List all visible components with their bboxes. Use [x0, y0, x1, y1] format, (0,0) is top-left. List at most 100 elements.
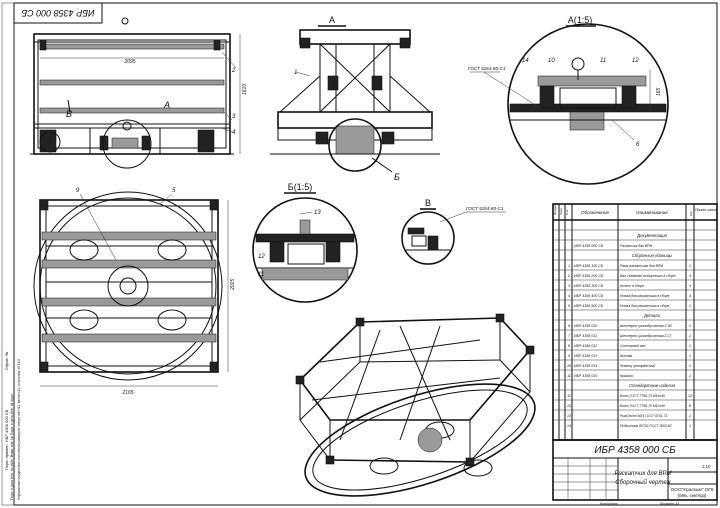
leader-a: А	[163, 100, 170, 110]
top-stamp	[13, 2, 103, 24]
detail-v: В ГОСТ 5264-80-С1	[401, 198, 506, 265]
spec-section-title: Стандартные изделия	[629, 383, 676, 388]
balloon-11b: 11	[258, 272, 264, 278]
spec-row-qty: 4	[689, 294, 691, 298]
view-a-title: А	[329, 15, 335, 25]
spec-row-pos: 5	[568, 304, 570, 308]
spec-row-designation: ИБР 4358 010	[574, 324, 597, 328]
dim-top-height: 1610	[242, 84, 248, 95]
balloon-14: 14	[522, 58, 529, 64]
spec-header-note: Приме-чание	[695, 208, 717, 212]
balloon-5: 5	[172, 188, 176, 194]
balloon-4: 4	[232, 130, 236, 136]
spec-row-qty: 1	[689, 364, 691, 368]
balloon-3: 3	[232, 114, 236, 120]
balloon-13: 13	[314, 210, 321, 216]
strip-text-3: Подп. и дата Инв. № дубл. Взам. инв. № П…	[10, 393, 14, 500]
title-format-label: Формат A1	[660, 502, 680, 506]
spec-row-name: Ножка для раскатчика в сборе	[620, 294, 669, 298]
detail-a15: А(1:5) 165 ГОСТ 5264-80-С1 14 10 11 12 6	[468, 15, 669, 185]
spec-row-qty: 4	[689, 274, 691, 278]
title-line-2: Сборочный чертеж	[615, 479, 671, 486]
balloon-11: 11	[600, 58, 606, 64]
spec-row-designation: ИБР 4358 013	[574, 354, 597, 358]
spec-row-designation: ИБР 4358 100 СБ	[574, 264, 604, 268]
balloon-12: 12	[632, 58, 639, 64]
spec-row-designation: ИБР 4358 500 СБ	[574, 304, 604, 308]
spec-row-pos: 10	[567, 364, 571, 368]
spec-row-name: Раскатчик для ВРМ	[620, 244, 652, 248]
left-strip-texts: Перв. примен. ИБР 4358 000 СБ Справ. № П…	[4, 352, 21, 500]
spec-header-zone: Зона	[559, 208, 563, 215]
spec-row-designation: ИБР 4358 300 СБ	[574, 284, 604, 288]
spec-header-name: Наименование	[636, 210, 668, 215]
spec-row-pos: 9	[568, 354, 570, 358]
balloon-10: 10	[548, 58, 555, 64]
title-org-sub: (Мех. сектор)	[678, 493, 707, 498]
side-view-a: А 1 Б	[270, 15, 440, 182]
spec-row-designation: ИБР 4358 200 СБ	[574, 274, 604, 278]
spec-row-pos: 6	[568, 324, 570, 328]
spec-header-qty: Кол.	[689, 210, 693, 216]
crosshair-mark	[121, 17, 129, 25]
spec-row-pos: 8	[568, 344, 570, 348]
spec-row-pos: 13	[567, 414, 571, 418]
spec-row-name: Колесо в сборе	[620, 284, 644, 288]
spec-row-pos: 12	[567, 404, 571, 408]
balloon-6: 6	[636, 142, 640, 148]
spec-row-designation: ИБР 4358 012	[574, 344, 597, 348]
spec-row-qty: 1	[689, 304, 691, 308]
spec-row-pos: 3	[568, 284, 570, 288]
balloon-2: 2	[231, 68, 236, 74]
spec-row-qty: 1	[689, 424, 691, 428]
leader-b: Б	[394, 172, 400, 182]
dim-detail: 165	[656, 87, 662, 96]
spec-row-name: Болт ГОСТ 7798-70 М12х40	[620, 404, 665, 408]
spec-row-designation: ИБР 4358 011	[574, 334, 597, 338]
spec-row-qty: 1	[689, 344, 691, 348]
isometric-view	[295, 313, 536, 497]
spec-row-qty: 1	[689, 374, 691, 378]
title-drawing-number: ИБР 4358 000 СБ	[594, 445, 676, 456]
spec-row-qty: 1	[689, 334, 691, 338]
spec-row-qty: 1	[689, 324, 691, 328]
spec-header-pos: Поз.	[565, 209, 569, 215]
spec-row-name: Фланец центральный	[620, 364, 655, 368]
balloon-9: 9	[76, 188, 80, 194]
spec-table: Формат Зона Поз. Обозначение Наименовани…	[552, 203, 718, 441]
spec-row-designation: ИБР 4358 000 СБ	[574, 244, 604, 248]
strip-note: Неуказанные предельные отклонения размер…	[17, 359, 21, 500]
spec-row-designation: ИБР 4358 014	[574, 364, 597, 368]
detail-b15-title: Б(1:5)	[288, 182, 312, 192]
spec-row-pos: 2	[567, 274, 570, 278]
spec-row-qty: 1	[689, 414, 691, 418]
balloon-1: 1	[294, 70, 297, 76]
spec-row-qty: 1	[689, 264, 691, 268]
spec-row-qty: 1	[689, 354, 691, 358]
plan-view: 2165 2025 9 5	[33, 188, 236, 396]
spec-section-title: Детали	[643, 313, 660, 318]
spec-row-pos: 11	[567, 374, 571, 378]
dim-top-width: 2095	[123, 59, 135, 65]
spec-row-qty: 12	[688, 394, 692, 398]
spec-row-pos: 4	[568, 294, 570, 298]
front-elevation-view: 2095 1610 2 3 4 В А	[30, 33, 248, 169]
spec-row-name: Шпонка	[620, 354, 632, 358]
strip-text-2: Справ. №	[4, 352, 9, 370]
spec-row-name: Подшипник 80752 ГОСТ 2893-82	[620, 424, 672, 428]
spec-row-name: Шестерня цилиндрическая Z-90	[620, 324, 672, 328]
spec-row-name: Ножка для раскатчика в сборе	[620, 304, 669, 308]
spec-section-title: Сборочные единицы	[632, 253, 672, 258]
spec-row-designation: ИБР 4358 400 СБ	[574, 294, 604, 298]
spec-row-pos: 7	[568, 334, 571, 338]
title-org: ООО"Уралхим" ОГК	[671, 487, 714, 492]
strip-text-1: Перв. примен. ИБР 4358 000 СБ	[4, 409, 9, 470]
dim-plan-height: 2025	[230, 279, 236, 291]
spec-row-pos: 11	[567, 394, 571, 398]
leader-v: В	[66, 109, 72, 119]
spec-row-name: Рым-болт М24 ГОСТ 4751-73	[620, 414, 667, 418]
spec-row-name: Болт ГОСТ 7798-70 М16х45	[620, 394, 665, 398]
detail-b15: Б(1:5) 13 12 11	[252, 182, 358, 303]
title-scale: 1:10	[702, 464, 711, 469]
